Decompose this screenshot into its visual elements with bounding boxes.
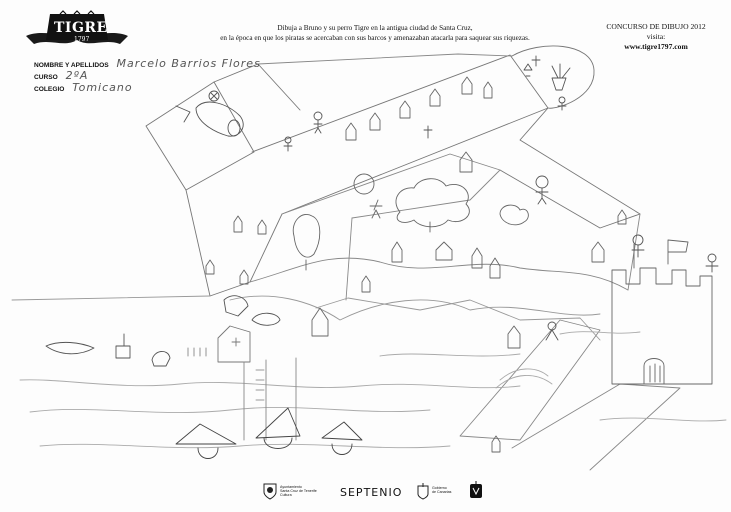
septenio-logo-text: SEPTENIO bbox=[340, 486, 403, 499]
course-label: CURSO bbox=[34, 74, 58, 81]
contest-visit-label: visita: bbox=[646, 32, 666, 41]
cabildo-crest-icon bbox=[470, 481, 482, 498]
instructions-line-2: en la época en que los piratas se acerca… bbox=[220, 34, 530, 42]
ayuntamiento-line-2: Santa Cruz de Tenerife bbox=[280, 489, 317, 494]
course-row: CURSO 2ºA bbox=[34, 69, 88, 82]
name-value: Marcelo Barrios Flores bbox=[116, 57, 261, 70]
ayuntamiento-line-1: Ayuntamiento bbox=[280, 485, 302, 489]
contest-url[interactable]: www.tigre1797.com bbox=[624, 42, 688, 51]
ayuntamiento-text: Ayuntamiento Santa Cruz de Tenerife Cult… bbox=[280, 485, 317, 498]
ayuntamiento-crest-icon bbox=[263, 483, 277, 500]
gobierno-line-1: Gobierno bbox=[432, 486, 447, 490]
school-label: COLEGIO bbox=[34, 86, 65, 93]
sponsor-footer: Ayuntamiento Santa Cruz de Tenerife Cult… bbox=[262, 478, 492, 504]
contest-info: CONCURSO DE DIBUJO 2012 visita: www.tigr… bbox=[590, 22, 722, 52]
school-row: COLEGIO Tomicano bbox=[34, 81, 133, 94]
logo-text: TIGRE bbox=[54, 20, 108, 36]
logo-year: 1797 bbox=[74, 36, 90, 43]
name-row: NOMBRE Y APELLIDOS Marcelo Barrios Flore… bbox=[34, 57, 261, 70]
tigre-logo bbox=[26, 10, 128, 44]
gobierno-line-2: de Canarias bbox=[432, 490, 452, 495]
course-value: 2ºA bbox=[65, 69, 89, 82]
contest-title: CONCURSO DE DIBUJO 2012 bbox=[606, 22, 706, 31]
ayuntamiento-line-3: Cultura bbox=[280, 493, 292, 498]
instructions-line-1: Dibuja a Bruno y su perro Tigre en la an… bbox=[277, 24, 473, 32]
name-label: NOMBRE Y APELLIDOS bbox=[34, 62, 109, 69]
school-value: Tomicano bbox=[72, 81, 133, 94]
gobierno-text: Gobierno de Canarias bbox=[432, 486, 451, 494]
instructions: Dibuja a Bruno y su perro Tigre en la an… bbox=[200, 23, 550, 43]
gobierno-canarias-icon bbox=[417, 483, 429, 500]
